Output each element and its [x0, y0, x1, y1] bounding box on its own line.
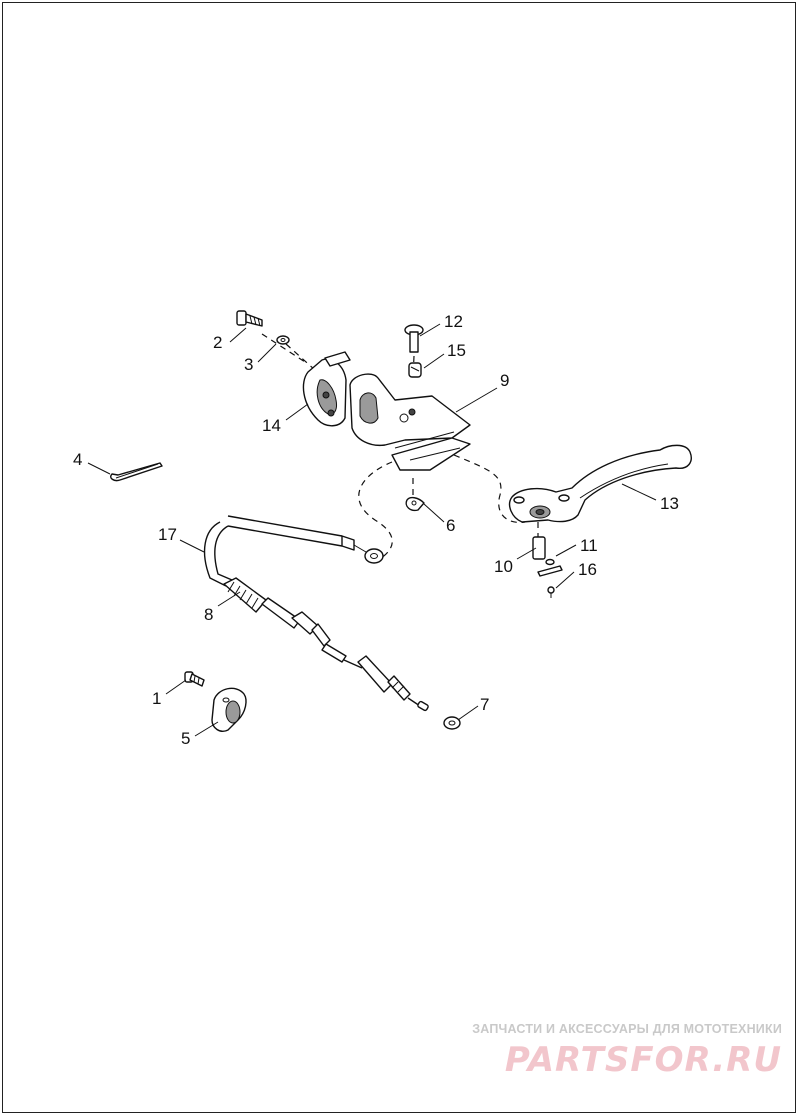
callout-7: 7: [480, 695, 489, 714]
callout-14: 14: [262, 416, 281, 435]
callout-11: 11: [580, 536, 598, 555]
callout-17: 17: [158, 525, 177, 544]
lever-part-13: [508, 444, 692, 523]
bracket-part-9: [349, 373, 471, 471]
callout-8: 8: [204, 605, 213, 624]
screw-part-16: [547, 586, 555, 598]
nut-part-7: [443, 716, 461, 730]
watermark: ЗАПЧАСТИ И АКСЕССУАРЫ ДЛЯ МОТОТЕХНИКИ PA…: [452, 1022, 782, 1080]
cable-clamp-part-5: [211, 687, 247, 732]
callout-10: 10: [494, 557, 513, 576]
clip-part-6: [405, 496, 425, 512]
callout-13: 13: [660, 494, 679, 513]
adjuster-part-8: [223, 577, 429, 712]
bushing-part-15: [408, 362, 422, 378]
callout-1: 1: [152, 689, 161, 708]
screw-part-1: [184, 671, 205, 687]
callout-16: 16: [578, 560, 597, 579]
callout-6: 6: [446, 516, 455, 535]
watermark-logo: PARTSFOR.RU: [504, 1040, 782, 1080]
cotter-pin-part-4: [110, 462, 163, 482]
callout-3: 3: [244, 355, 253, 374]
callout-9: 9: [500, 371, 509, 390]
clamp-part-14: [302, 351, 351, 427]
bolt-part-2: [236, 310, 263, 327]
callout-labels: 1 2 3 4 5 6 7 8 9 10 11 12 13 14 15 16 1…: [73, 312, 679, 748]
retaining-pin-part-11: [537, 565, 563, 577]
pin-part-12: [404, 324, 424, 353]
callout-5: 5: [181, 729, 190, 748]
cable-part-17: [203, 515, 384, 587]
callout-12: 12: [444, 312, 463, 331]
washer-part-3: [276, 335, 290, 345]
watermark-caption: ЗАПЧАСТИ И АКСЕССУАРЫ ДЛЯ МОТОТЕХНИКИ: [472, 1022, 782, 1036]
callout-2: 2: [213, 333, 222, 352]
callout-15: 15: [447, 341, 466, 360]
sleeve-part-10: [532, 536, 546, 560]
leader-lines: [87, 323, 657, 737]
callout-4: 4: [73, 450, 82, 469]
